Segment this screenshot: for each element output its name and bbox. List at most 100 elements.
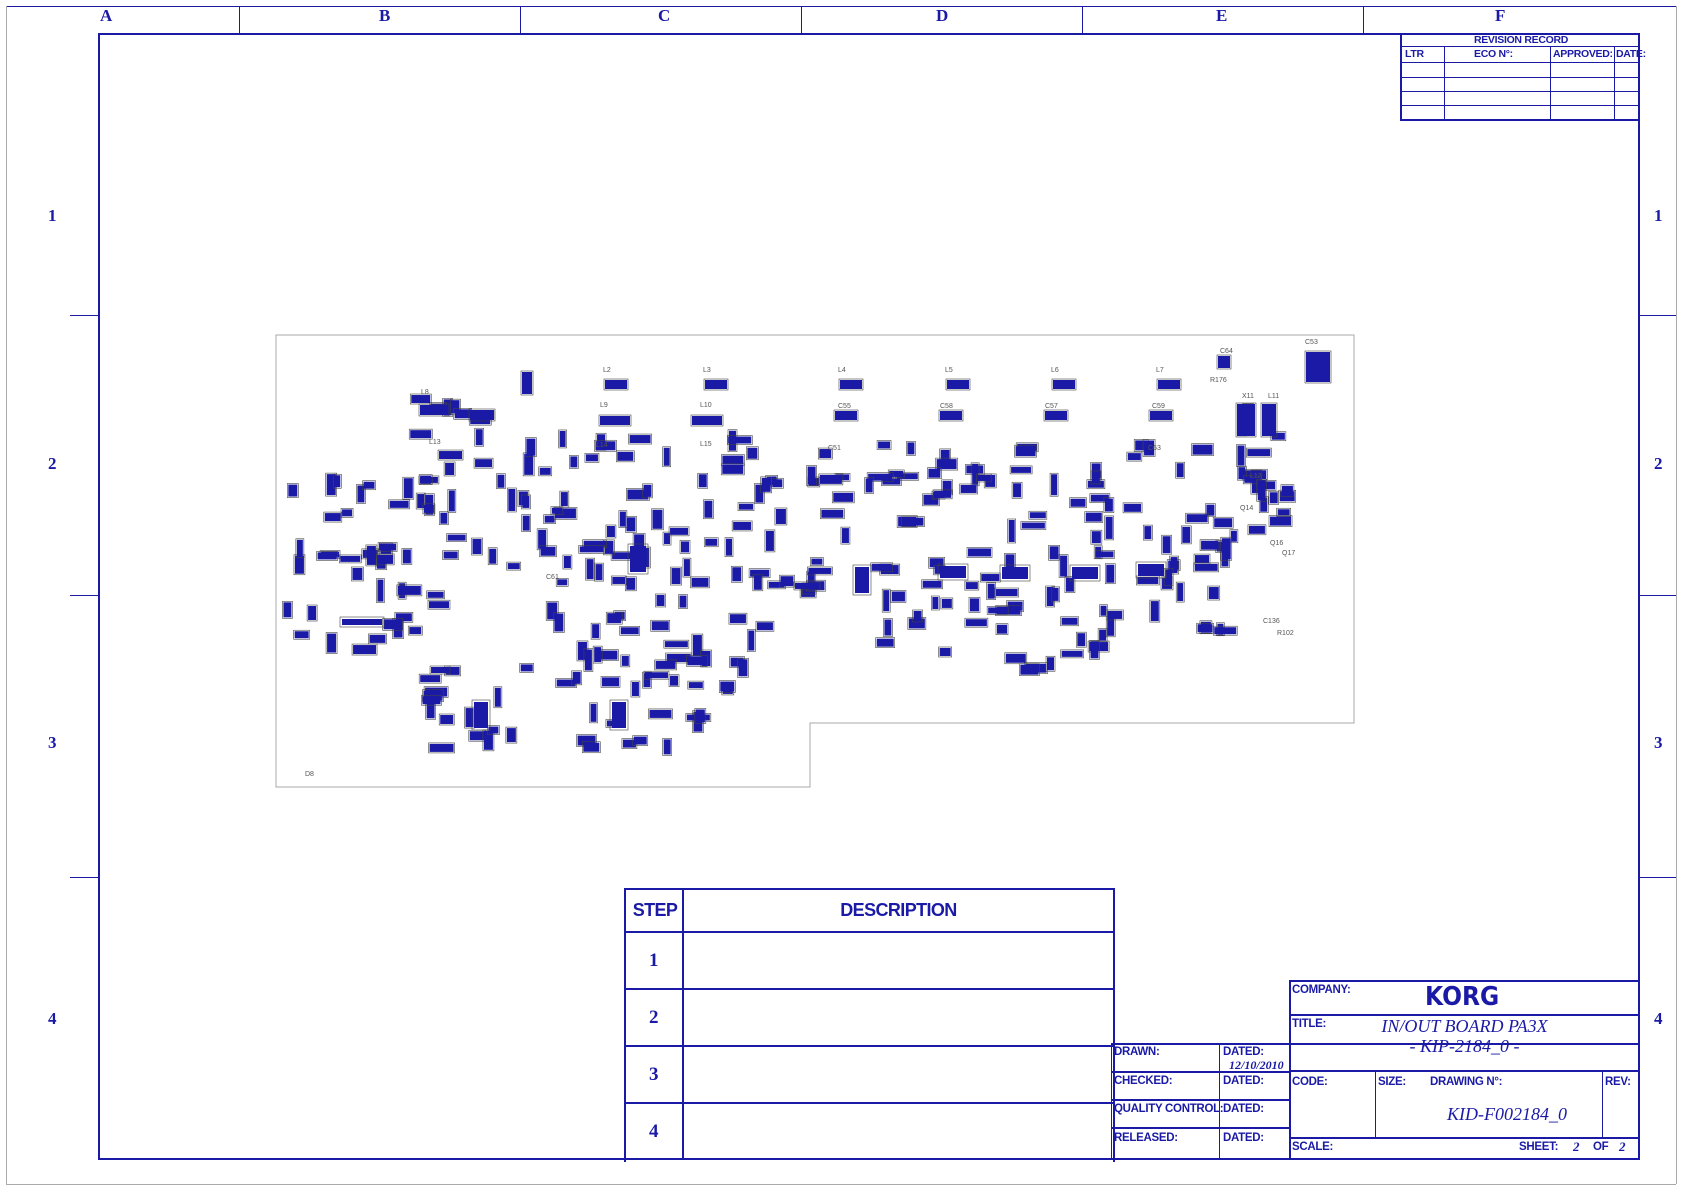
- component-outline: [922, 493, 940, 507]
- smd-component: [698, 474, 707, 488]
- smd-component: [1162, 536, 1171, 554]
- smd-component: [876, 638, 894, 647]
- zone-row-1-left: 1: [48, 206, 57, 225]
- component-outline: [1247, 524, 1267, 536]
- component-outline: [571, 670, 582, 686]
- component-outline: [600, 676, 621, 688]
- smd-component: [395, 613, 412, 622]
- smd-component: [655, 660, 676, 669]
- smd-component: [440, 512, 448, 524]
- smd-component: [1061, 650, 1083, 657]
- component-outline: [1103, 497, 1115, 513]
- smd-component: [583, 742, 600, 752]
- component-outline: [642, 671, 652, 689]
- smd-component: [1201, 540, 1219, 550]
- tb-line: [1111, 1099, 1289, 1101]
- smd-component: [1237, 445, 1245, 466]
- component-outline: [964, 617, 989, 628]
- smd-component: [585, 454, 598, 462]
- component-outline: [493, 686, 503, 709]
- component-outline: [583, 648, 594, 672]
- smd-component: [1257, 480, 1266, 501]
- smd-component: [1049, 546, 1059, 560]
- smd-component: [1052, 587, 1059, 601]
- smd-component: [666, 654, 691, 663]
- smd-component: [747, 447, 758, 459]
- zone-col-e: E: [1216, 6, 1228, 25]
- smd-component: [411, 395, 431, 404]
- component-outline: [1060, 649, 1084, 659]
- smd-component: [808, 567, 832, 574]
- smd-component: [643, 548, 650, 568]
- ic: [1218, 356, 1230, 368]
- outer-frame-left: [6, 6, 7, 1184]
- smd-component: [883, 590, 890, 612]
- smd-component: [1090, 641, 1099, 659]
- component-outline: [1207, 585, 1221, 601]
- smd-component: [732, 567, 742, 582]
- smd-component: [583, 540, 606, 547]
- component-outline: [654, 659, 677, 671]
- smd-component: [470, 417, 491, 425]
- smd-component: [996, 624, 1007, 634]
- tb-line: [1289, 1137, 1638, 1139]
- sheet-total: 2: [1619, 1139, 1626, 1154]
- smd-component: [526, 438, 536, 456]
- inductor: [705, 380, 727, 389]
- component-outline: [628, 433, 652, 445]
- smd-component: [317, 552, 337, 560]
- smd-component: [296, 539, 303, 557]
- tb-line: [1375, 1070, 1376, 1137]
- silk-label: C53: [1305, 339, 1318, 346]
- drawn-label: DRAWN:: [1114, 1046, 1160, 1058]
- scale-label: SCALE:: [1292, 1141, 1334, 1153]
- smd-component: [633, 736, 647, 745]
- smd-component: [687, 656, 707, 666]
- smd-component: [1100, 605, 1107, 616]
- component-outline: [1260, 402, 1278, 438]
- component-outline: [921, 579, 943, 590]
- col-divider: [1363, 6, 1364, 33]
- component-outline: [1126, 451, 1143, 462]
- step-header: STEP: [632, 900, 678, 920]
- component-outline: [852, 564, 872, 596]
- component-outline: [833, 409, 859, 422]
- component-outline: [594, 439, 617, 452]
- revision-record: REVISION RECORD LTR ECO N°: APPROVED: DA…: [1400, 33, 1646, 121]
- component-outline: [401, 548, 413, 565]
- smd-component: [965, 619, 987, 627]
- rev-row-line: [1402, 62, 1640, 63]
- component-outline: [428, 742, 455, 754]
- component-outline: [1004, 652, 1028, 665]
- silk-label: L14: [596, 442, 608, 449]
- smd-component: [1013, 483, 1022, 498]
- component-outline: [682, 557, 692, 578]
- smd-component: [965, 582, 978, 590]
- smd-component: [439, 451, 463, 460]
- smd-component: [1135, 440, 1148, 451]
- component-outline: [555, 578, 569, 587]
- smd-component: [819, 449, 832, 459]
- silk-label: C58: [940, 403, 953, 410]
- col-divider: [801, 6, 802, 33]
- smd-component: [429, 743, 454, 752]
- component-outline: [603, 378, 629, 391]
- smd-component: [559, 430, 566, 447]
- component-outline: [375, 553, 395, 566]
- smd-component: [334, 475, 341, 488]
- rev-row-line: [1402, 77, 1640, 78]
- smd-component: [977, 474, 991, 481]
- smd-component: [283, 602, 292, 618]
- pcb-components: [282, 350, 1332, 756]
- smd-component: [768, 581, 785, 588]
- smd-component: [941, 598, 952, 608]
- smd-component: [681, 541, 690, 553]
- component-outline: [1220, 536, 1233, 561]
- smd-component: [643, 484, 652, 497]
- component-outline: [864, 477, 874, 494]
- smd-component: [422, 696, 441, 705]
- component-outline: [1236, 444, 1246, 467]
- smd-component: [833, 492, 854, 502]
- component-outline: [838, 378, 864, 391]
- component-outline: [605, 524, 617, 539]
